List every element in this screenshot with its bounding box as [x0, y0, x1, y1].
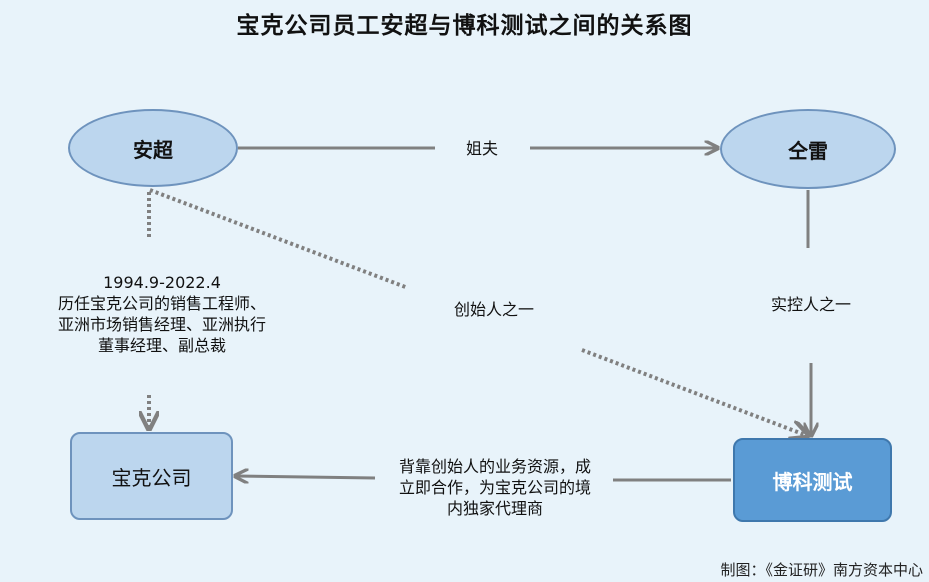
- label-agency-line-3: 内独家代理商: [446, 499, 543, 518]
- edge-anchao-boke-upper: [149, 188, 409, 290]
- node-boke-label: 博科测试: [772, 469, 853, 494]
- label-career-role-3: 董事经理、副总裁: [97, 336, 226, 355]
- label-controller: 实控人之一: [748, 294, 874, 315]
- label-career-role-2: 亚洲市场销售经理、亚洲执行: [57, 315, 266, 334]
- footer-credit: 制图：《金证研》南方资本中心: [720, 561, 923, 579]
- node-tonglei-label: 仝雷: [788, 138, 828, 163]
- label-brother-in-law: 姐夫: [440, 138, 524, 159]
- label-agency-line-1: 背靠创始人的业务资源，成: [398, 457, 591, 476]
- label-career-period: 1994.9-2022.4: [103, 273, 221, 292]
- label-agency: 背靠创始人的业务资源，成 立即合作，为宝克公司的境 内独家代理商: [380, 456, 610, 519]
- label-career-role-1: 历任宝克公司的销售工程师、: [57, 294, 266, 313]
- node-anchao-label: 安超: [133, 137, 173, 162]
- diagram-title: 宝克公司员工安超与博科测试之间的关系图: [236, 13, 693, 39]
- edge-anchao-boke-lower: [581, 348, 808, 436]
- edge-boke-baoke-arrow: [235, 476, 376, 478]
- node-anchao: 安超: [68, 109, 238, 187]
- label-career: 1994.9-2022.4 历任宝克公司的销售工程师、 亚洲市场销售经理、亚洲执…: [36, 272, 288, 356]
- label-founder: 创始人之一: [430, 299, 558, 320]
- node-baoke-label: 宝克公司: [111, 465, 192, 490]
- node-tonglei: 仝雷: [720, 109, 896, 189]
- label-agency-line-2: 立即合作，为宝克公司的境: [398, 478, 591, 497]
- node-baoke: 宝克公司: [70, 432, 233, 520]
- node-boke: 博科测试: [733, 438, 892, 522]
